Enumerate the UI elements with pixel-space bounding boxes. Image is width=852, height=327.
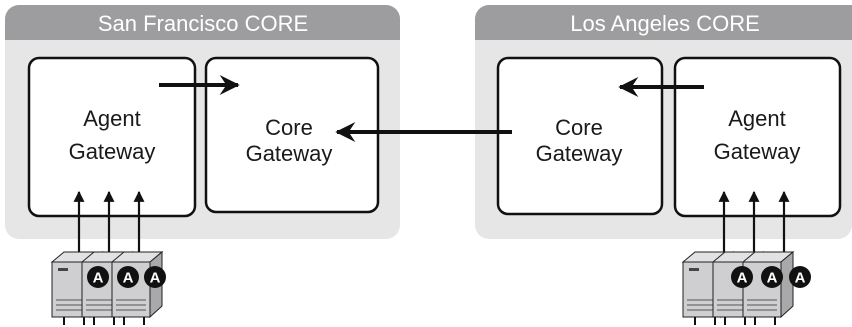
core-gateway-label-line2: Gateway xyxy=(536,141,623,166)
la-agent-servers: A A A xyxy=(681,250,811,325)
agent-gateway-label-line2: Gateway xyxy=(714,139,801,164)
agent-gateway-label-line1: Agent xyxy=(728,106,786,131)
agent-gateway-label-line2: Gateway xyxy=(69,139,156,164)
agent-badge-label: A xyxy=(123,270,134,287)
agent-badge: A xyxy=(761,266,783,288)
server-icon xyxy=(110,250,164,325)
core-gateway-label-line1: Core xyxy=(265,115,313,140)
core-gateway-label-line2: Gateway xyxy=(246,141,333,166)
agent-badge: A xyxy=(117,266,139,288)
agent-gateway-label-line1: Agent xyxy=(83,106,141,131)
agent-badge: A xyxy=(87,266,109,288)
san-francisco-core-region: San Francisco CORE Agent Gateway Core Ga… xyxy=(5,5,400,239)
sf-agent-servers: A A A xyxy=(50,250,166,325)
region-header xyxy=(475,5,852,40)
core-gateway-box: Core Gateway xyxy=(496,56,664,216)
agent-gateway-box: Agent Gateway xyxy=(673,56,842,218)
agent-badge: A xyxy=(144,266,166,288)
region-header xyxy=(5,5,400,40)
los-angeles-core-region: Los Angeles CORE Core Gateway Agent Gate… xyxy=(475,5,852,239)
agent-badge-label: A xyxy=(93,270,104,287)
agent-gateway-box: Agent Gateway xyxy=(27,56,197,218)
agent-badge: A xyxy=(731,266,753,288)
core-gateway-label-line1: Core xyxy=(555,115,603,140)
region-title: Los Angeles CORE xyxy=(570,11,760,36)
agent-badge-label: A xyxy=(767,270,778,287)
server-icon xyxy=(741,250,795,325)
region-title: San Francisco CORE xyxy=(98,11,308,36)
agent-badge-label: A xyxy=(150,270,161,287)
agent-badge-label: A xyxy=(795,270,806,287)
agent-badge: A xyxy=(789,266,811,288)
agent-badge-label: A xyxy=(737,270,748,287)
core-gateway-box: Core Gateway xyxy=(204,56,380,214)
